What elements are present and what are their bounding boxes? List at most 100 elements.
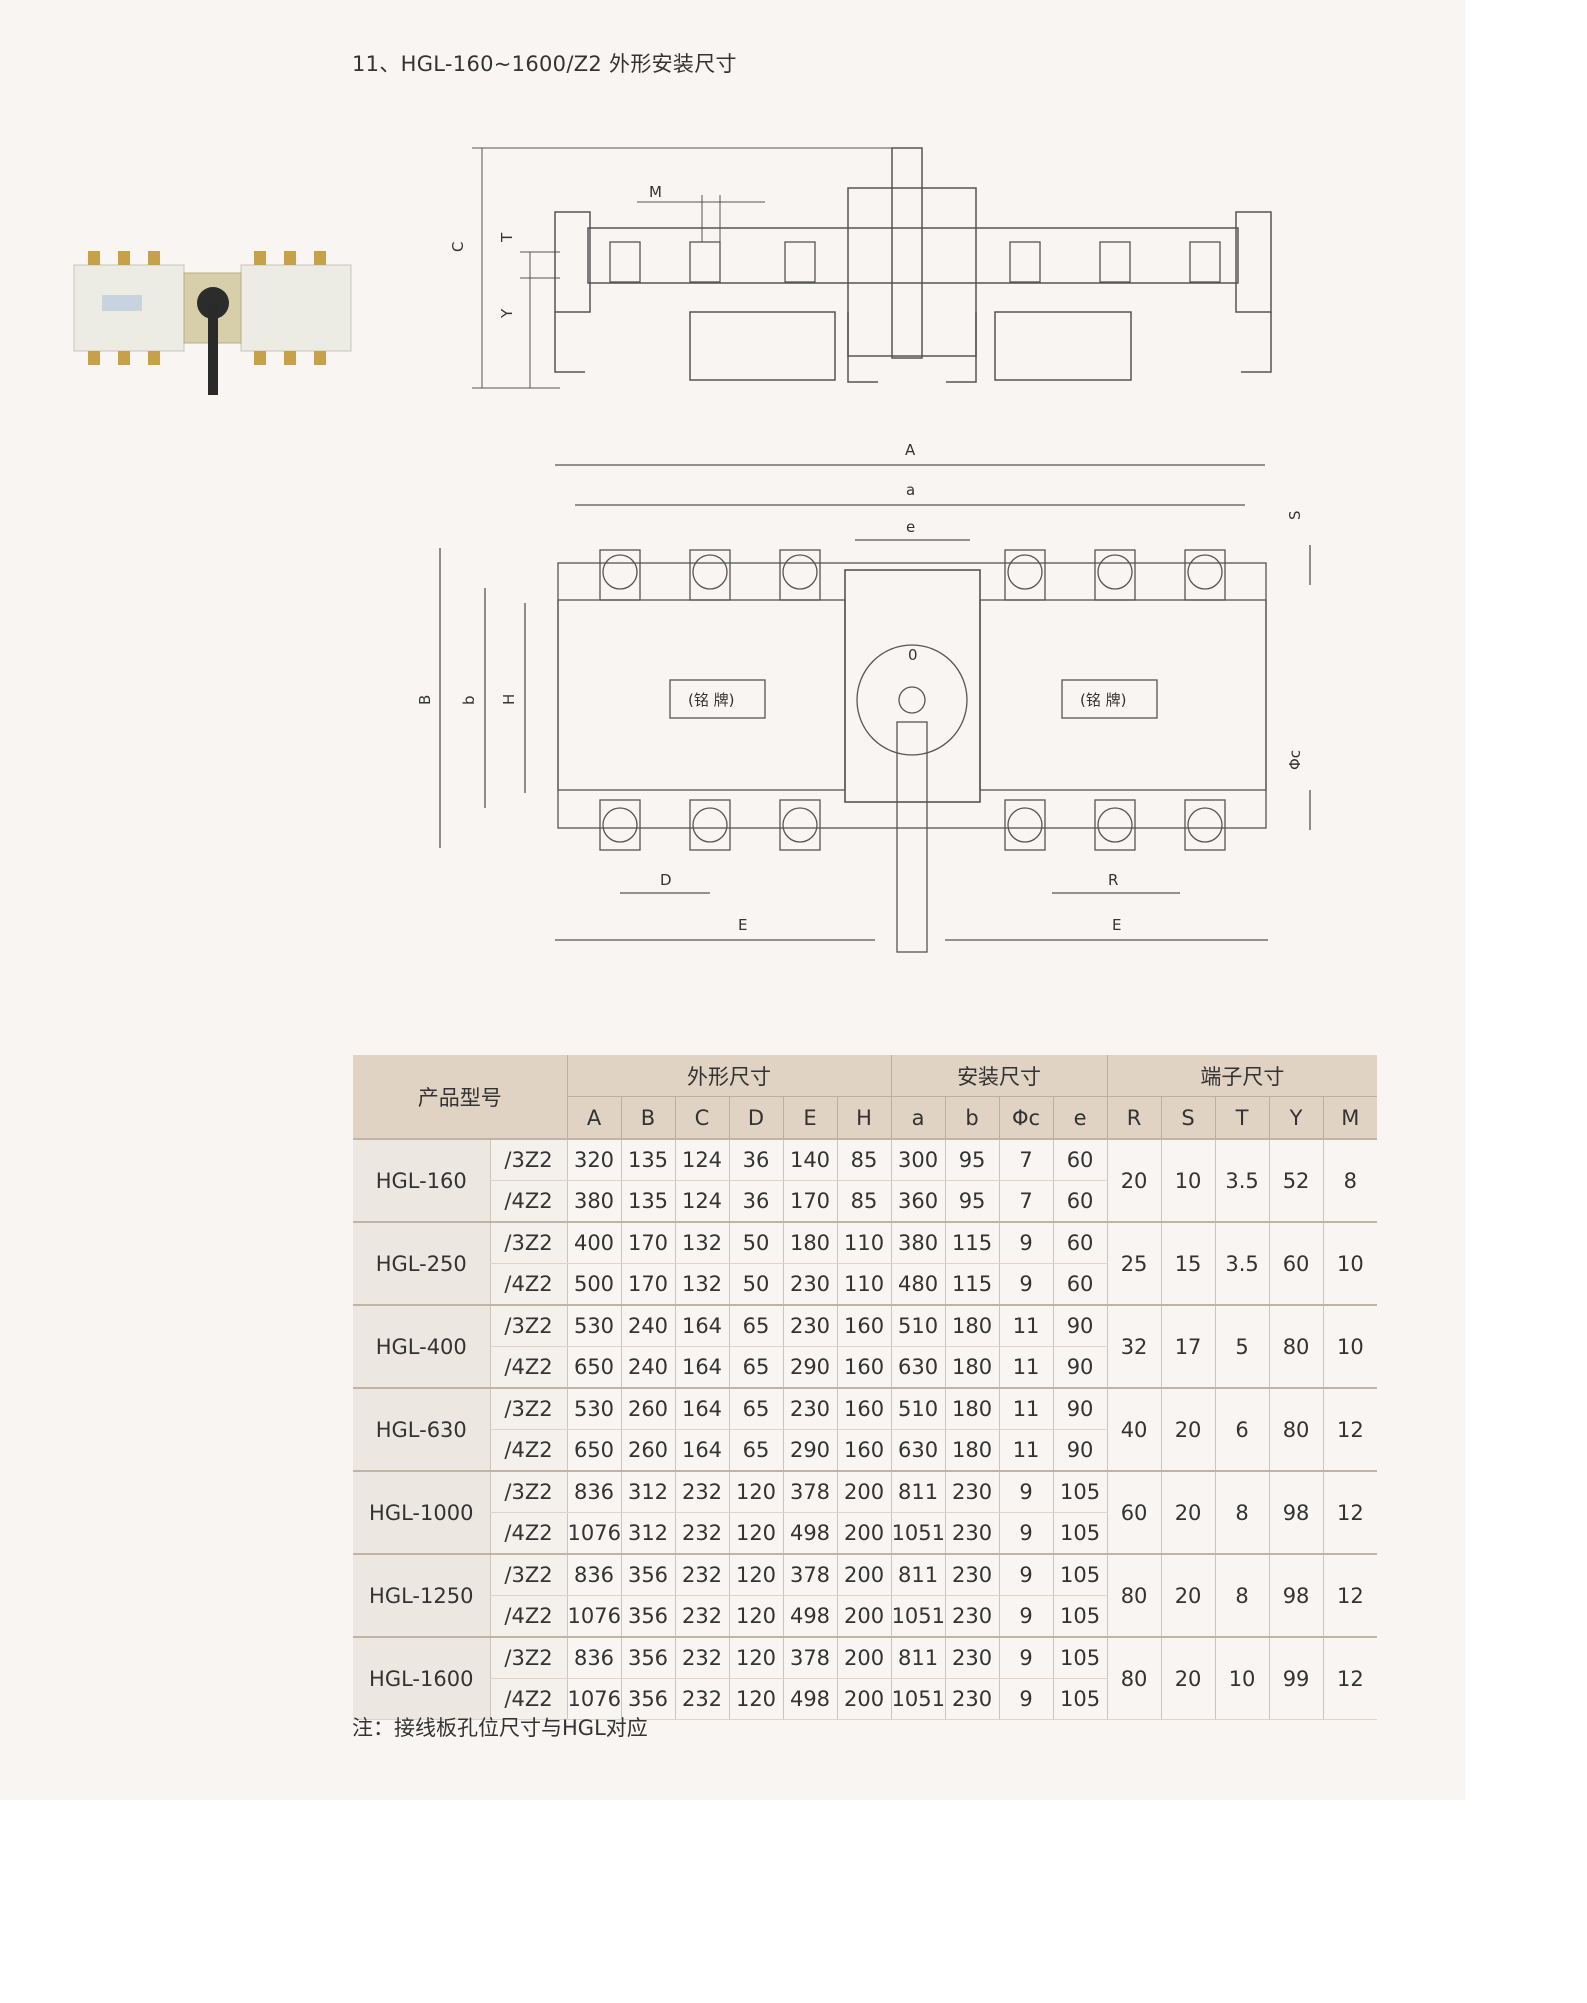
dimension-cell: 230 xyxy=(782,1387,837,1430)
dimension-cell: 90 xyxy=(1052,1346,1108,1389)
side-label-m: M xyxy=(649,183,662,201)
column-header: R xyxy=(1106,1096,1162,1139)
model-cell: HGL-250 xyxy=(353,1221,490,1306)
dimension-cell: 60 xyxy=(1052,1138,1108,1181)
terminal-cell: 12 xyxy=(1322,1470,1378,1555)
terminal-cell: 98 xyxy=(1268,1553,1324,1638)
dimension-cell: 1051 xyxy=(890,1595,946,1638)
column-header: H xyxy=(836,1096,892,1139)
dimension-cell: 200 xyxy=(836,1595,892,1638)
dimension-cell: 230 xyxy=(944,1678,1000,1720)
dimension-cell: 9 xyxy=(998,1553,1054,1596)
side-label-c: C xyxy=(449,242,467,252)
dimension-cell: 85 xyxy=(836,1138,892,1181)
dimension-cell: 105 xyxy=(1052,1678,1108,1720)
suffix-cell: /3Z2 xyxy=(489,1470,567,1513)
dimension-cell: 290 xyxy=(782,1429,837,1472)
dimension-cell: 811 xyxy=(890,1636,946,1679)
dimension-cell: 120 xyxy=(728,1512,783,1555)
top-label-b-upper: B xyxy=(416,695,434,705)
dimension-cell: 115 xyxy=(944,1263,1000,1306)
top-label-s: S xyxy=(1286,510,1304,520)
dimension-cell: 95 xyxy=(944,1138,1000,1181)
dimension-cell: 498 xyxy=(782,1512,837,1555)
suffix-cell: /4Z2 xyxy=(489,1512,567,1555)
terminal-cell: 25 xyxy=(1106,1221,1162,1306)
dimension-cell: 60 xyxy=(1052,1180,1108,1223)
dimension-cell: 160 xyxy=(836,1346,892,1389)
terminal-cell: 98 xyxy=(1268,1470,1324,1555)
dimension-cell: 160 xyxy=(836,1429,892,1472)
dimension-cell: 110 xyxy=(836,1221,892,1264)
dimension-cell: 160 xyxy=(836,1304,892,1347)
dimension-cell: 200 xyxy=(836,1553,892,1596)
terminal-cell: 60 xyxy=(1106,1470,1162,1555)
header-model: 产品型号 xyxy=(353,1055,567,1139)
dimension-cell: 630 xyxy=(890,1346,946,1389)
terminal-cell: 10 xyxy=(1160,1138,1216,1223)
dimension-cell: 180 xyxy=(944,1346,1000,1389)
dimension-cell: 7 xyxy=(998,1138,1054,1181)
terminal-cell: 12 xyxy=(1322,1553,1378,1638)
top-label-d: D xyxy=(660,871,672,889)
top-view-drawing: A a e S B b H D E E R Φc (铭 牌) (铭 牌) 0 xyxy=(416,441,1311,953)
dimension-cell: 200 xyxy=(836,1470,892,1513)
footnote: 注：接线板孔位尺寸与HGL对应 xyxy=(352,1716,648,1740)
dimension-cell: 480 xyxy=(890,1263,946,1306)
dimension-cell: 378 xyxy=(782,1553,837,1596)
section-heading: 11、HGL-160~1600/Z2 外形安装尺寸 xyxy=(352,52,737,76)
dimension-cell: 400 xyxy=(566,1221,621,1264)
dimension-cell: 9 xyxy=(998,1678,1054,1720)
dimension-cell: 120 xyxy=(728,1553,783,1596)
model-cell: HGL-400 xyxy=(353,1304,490,1389)
dimension-cell: 90 xyxy=(1052,1387,1108,1430)
dimension-cell: 230 xyxy=(944,1512,1000,1555)
column-header: S xyxy=(1160,1096,1216,1139)
terminal-cell: 52 xyxy=(1268,1138,1324,1223)
dimension-cell: 9 xyxy=(998,1470,1054,1513)
dimension-cell: 9 xyxy=(998,1512,1054,1555)
column-header: Φc xyxy=(998,1096,1054,1139)
suffix-cell: /4Z2 xyxy=(489,1595,567,1638)
dimension-cell: 356 xyxy=(620,1595,675,1638)
dimension-cell: 50 xyxy=(728,1263,783,1306)
dimension-cell: 200 xyxy=(836,1512,892,1555)
terminal-cell: 5 xyxy=(1214,1304,1270,1389)
dimension-cell: 232 xyxy=(674,1678,729,1720)
dimension-cell: 260 xyxy=(620,1429,675,1472)
header-mount-group: 安装尺寸 xyxy=(890,1055,1108,1097)
column-header: e xyxy=(1052,1096,1108,1139)
dimension-cell: 124 xyxy=(674,1138,729,1181)
dimension-cell: 164 xyxy=(674,1387,729,1430)
terminal-cell: 20 xyxy=(1160,1553,1216,1638)
dimension-cell: 356 xyxy=(620,1553,675,1596)
dimension-cell: 230 xyxy=(944,1470,1000,1513)
dimension-cell: 120 xyxy=(728,1636,783,1679)
dimension-cell: 90 xyxy=(1052,1304,1108,1347)
suffix-cell: /3Z2 xyxy=(489,1553,567,1596)
model-cell: HGL-1000 xyxy=(353,1470,490,1555)
top-label-phi-c: Φc xyxy=(1286,750,1304,770)
dimension-cell: 85 xyxy=(836,1180,892,1223)
header-terminal-group: 端子尺寸 xyxy=(1106,1055,1378,1097)
dimension-cell: 1051 xyxy=(890,1678,946,1720)
dimension-cell: 312 xyxy=(620,1470,675,1513)
dimension-cell: 164 xyxy=(674,1346,729,1389)
dimension-cell: 650 xyxy=(566,1346,621,1389)
column-header: b xyxy=(944,1096,1000,1139)
dimension-cell: 164 xyxy=(674,1429,729,1472)
dimension-cell: 11 xyxy=(998,1304,1054,1347)
dimension-cell: 530 xyxy=(566,1304,621,1347)
dimension-cell: 9 xyxy=(998,1221,1054,1264)
dimension-cell: 180 xyxy=(944,1387,1000,1430)
dimension-cell: 105 xyxy=(1052,1595,1108,1638)
